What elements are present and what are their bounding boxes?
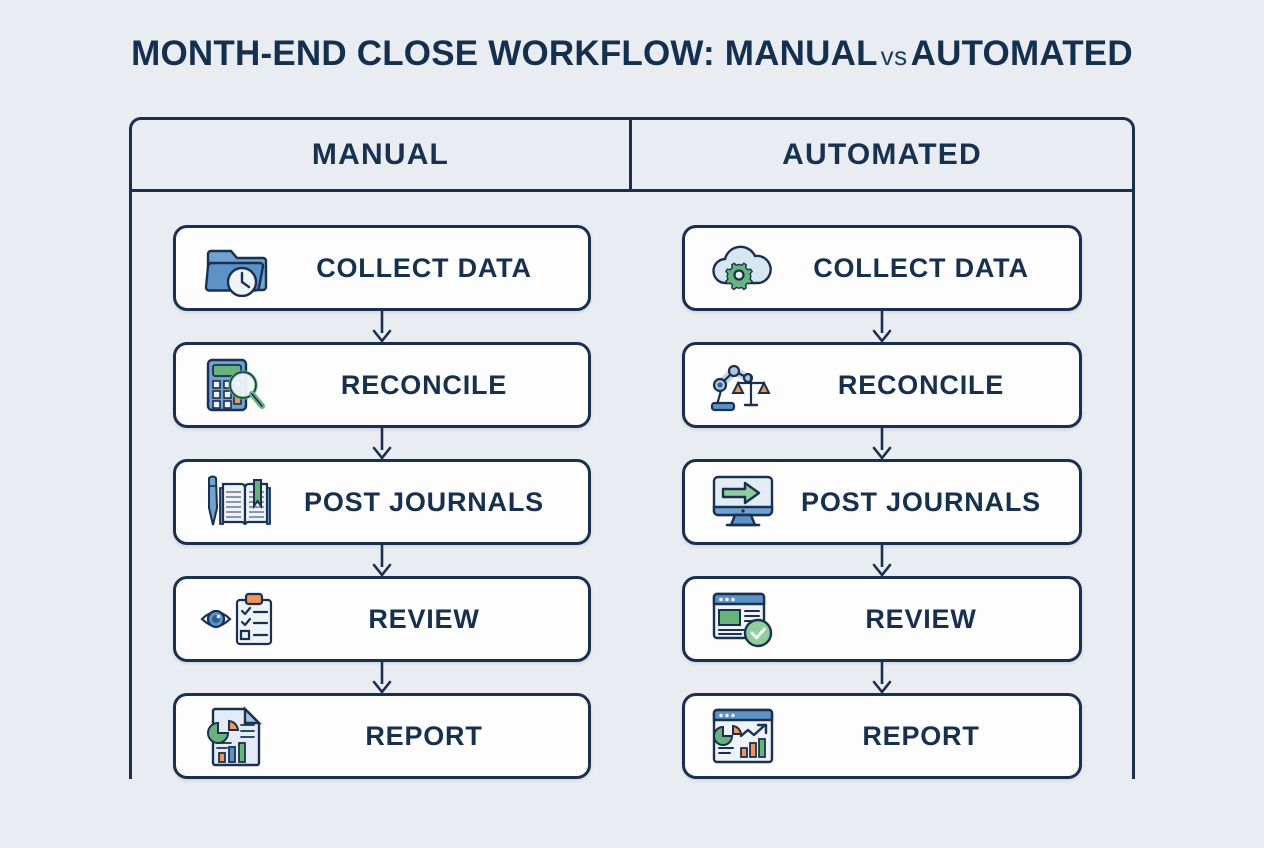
down-arrow-icon xyxy=(867,662,897,693)
step-card-manual-collect-data[interactable]: COLLECT DATA xyxy=(173,225,591,311)
column-header-automated-label: AUTOMATED xyxy=(782,137,982,171)
calculator-magnifier-icon xyxy=(198,354,278,416)
page-title-part2: AUTOMATED xyxy=(910,34,1133,73)
monitor-arrow-icon xyxy=(707,471,781,533)
pen-ledger-book-icon xyxy=(198,471,278,533)
window-check-icon xyxy=(707,588,781,650)
step-card-manual-reconcile[interactable]: RECONCILE xyxy=(173,342,591,428)
step-card-automated-review[interactable]: REVIEW xyxy=(682,576,1082,662)
folder-clock-icon xyxy=(198,237,278,299)
step-card-manual-review[interactable]: REVIEW xyxy=(173,576,591,662)
down-arrow-icon xyxy=(867,428,897,459)
down-arrow-icon xyxy=(867,545,897,576)
workflow-frame: MANUAL AUTOMATED COLLECT DATA xyxy=(129,117,1135,779)
step-card-manual-report[interactable]: REPORT xyxy=(173,693,591,779)
dashboard-charts-icon xyxy=(707,705,781,767)
robot-arm-scales-icon xyxy=(707,354,781,416)
column-header-manual: MANUAL xyxy=(132,120,632,189)
page-title-vs: vs xyxy=(880,41,908,71)
document-charts-icon xyxy=(198,705,278,767)
down-arrow-icon xyxy=(367,662,397,693)
step-label: REVIEW xyxy=(368,603,480,634)
workflow-columns: COLLECT DATA xyxy=(132,195,1132,779)
step-card-automated-report[interactable]: REPORT xyxy=(682,693,1082,779)
eye-clipboard-checklist-icon xyxy=(198,588,278,650)
cloud-gear-icon xyxy=(707,237,781,299)
down-arrow-icon xyxy=(367,545,397,576)
column-header-automated: AUTOMATED xyxy=(632,120,1132,189)
workflow-column-automated: COLLECT DATA xyxy=(632,195,1132,779)
step-label: RECONCILE xyxy=(340,369,508,400)
step-label: COLLECT DATA xyxy=(316,252,532,283)
step-label: POST JOURNALS xyxy=(304,486,544,517)
step-label: RECONCILE xyxy=(837,369,1005,400)
down-arrow-icon xyxy=(367,311,397,342)
column-header-row: MANUAL AUTOMATED xyxy=(132,120,1132,192)
column-header-manual-label: MANUAL xyxy=(311,137,450,171)
step-label: REPORT xyxy=(365,720,483,751)
step-card-automated-post-journals[interactable]: POST JOURNALS xyxy=(682,459,1082,545)
down-arrow-icon xyxy=(867,311,897,342)
step-label: COLLECT DATA xyxy=(813,252,1029,283)
step-card-automated-collect-data[interactable]: COLLECT DATA xyxy=(682,225,1082,311)
step-label: REPORT xyxy=(862,720,980,751)
step-label: POST JOURNALS xyxy=(801,486,1041,517)
step-card-manual-post-journals[interactable]: POST JOURNALS xyxy=(173,459,591,545)
down-arrow-icon xyxy=(367,428,397,459)
step-card-automated-reconcile[interactable]: RECONCILE xyxy=(682,342,1082,428)
workflow-column-manual: COLLECT DATA xyxy=(132,195,632,779)
step-label: REVIEW xyxy=(865,603,977,634)
page-title-part1: MONTH-END CLOSE WORKFLOW: MANUAL xyxy=(131,34,878,73)
